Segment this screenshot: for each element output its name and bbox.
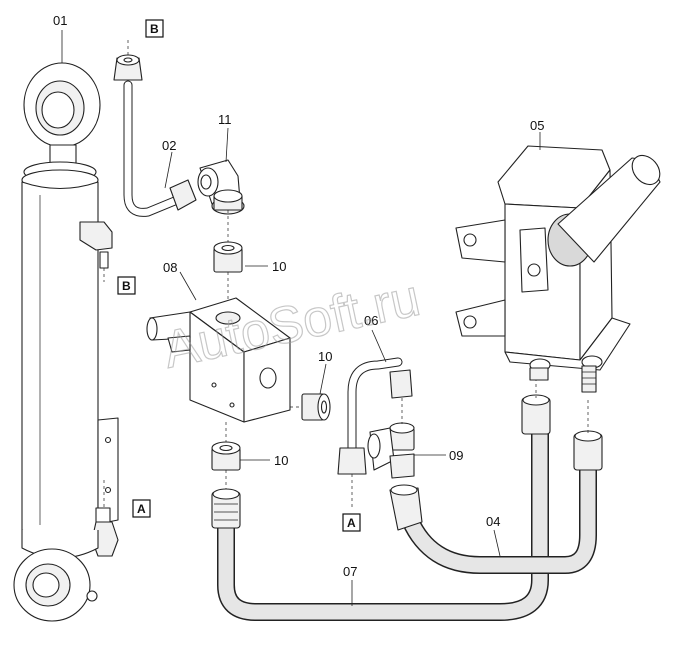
svg-text:B: B xyxy=(150,22,159,36)
part-number-labels: 01 02 11 05 10 08 06 10 10 09 04 07 xyxy=(53,13,544,579)
marker-a-pipe: A xyxy=(342,513,361,532)
label-part-04: 04 xyxy=(486,514,500,529)
valve-block-08 xyxy=(146,297,291,423)
label-part-05: 05 xyxy=(530,118,544,133)
leader-lines xyxy=(61,30,541,606)
adapter-10-top xyxy=(213,210,243,312)
label-part-10-bottom: 10 xyxy=(274,453,288,468)
connection-markers: B B A A xyxy=(117,19,361,532)
label-part-11: 11 xyxy=(218,112,232,127)
marker-a-cylinder: A xyxy=(132,499,151,518)
svg-text:A: A xyxy=(137,502,146,516)
svg-text:B: B xyxy=(122,279,131,293)
steel-pipe-02 xyxy=(113,40,197,217)
steel-pipe-06 xyxy=(337,357,413,510)
hand-pump-05 xyxy=(455,145,661,393)
label-part-02: 02 xyxy=(162,138,176,153)
label-part-10-top: 10 xyxy=(272,259,286,274)
elbow-fitting-11 xyxy=(197,159,245,215)
label-part-01: 01 xyxy=(53,13,67,28)
adapter-10-middle xyxy=(284,393,331,421)
tee-fitting-09 xyxy=(367,398,415,479)
hydraulic-hose-07 xyxy=(211,421,549,621)
hydraulic-hose-04 xyxy=(389,378,603,574)
label-part-08: 08 xyxy=(163,260,177,275)
adapter-10-bottom xyxy=(211,422,241,490)
label-part-10-middle: 10 xyxy=(318,349,332,364)
label-part-07: 07 xyxy=(343,564,357,579)
marker-b-top: B xyxy=(145,19,164,38)
hydraulic-cylinder xyxy=(13,62,119,622)
label-part-06: 06 xyxy=(364,313,378,328)
svg-text:A: A xyxy=(347,516,356,530)
label-part-09: 09 xyxy=(449,448,463,463)
marker-b-cylinder: B xyxy=(117,276,136,295)
